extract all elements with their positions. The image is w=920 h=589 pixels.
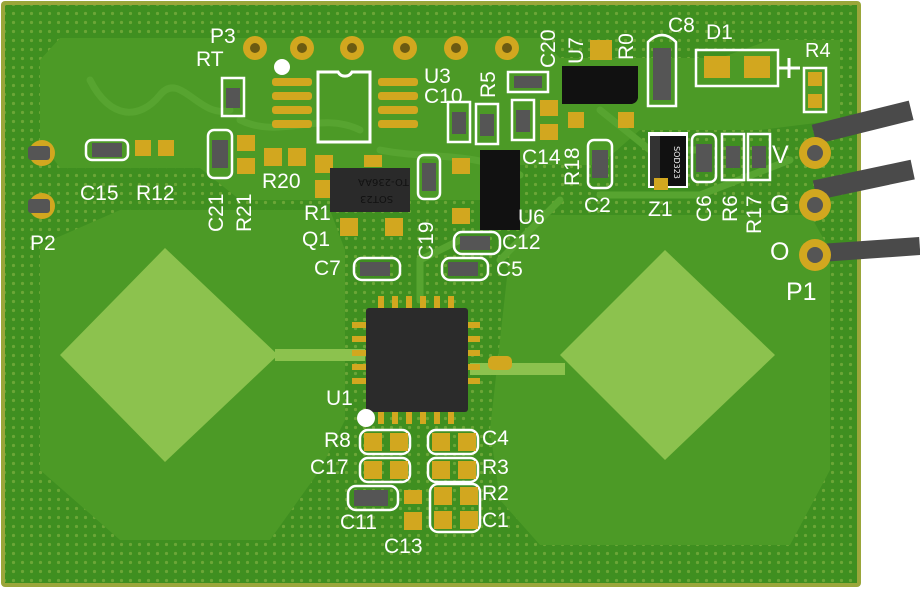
label-d1: D1 — [706, 21, 733, 44]
header-p3 — [243, 36, 519, 75]
header-p2 — [28, 140, 55, 219]
label-z1: Z1 — [648, 198, 673, 221]
label-c14: C14 — [522, 146, 561, 169]
label-c17: C17 — [310, 456, 349, 479]
label-c15: C15 — [80, 182, 119, 205]
d1-diode — [694, 48, 800, 88]
z1-marking: SOD323 — [671, 146, 681, 179]
label-c8: C8 — [668, 14, 695, 37]
label-r2: R2 — [482, 482, 509, 505]
label-p2: P2 — [30, 232, 56, 255]
header-p1 — [799, 100, 920, 271]
label-c7: C7 — [314, 257, 341, 280]
label-r1: R1 — [304, 202, 331, 225]
label-q1: Q1 — [302, 228, 331, 251]
label-c19: C19 — [415, 221, 438, 260]
label-u6: U6 — [518, 206, 545, 229]
label-r18: R18 — [561, 147, 584, 186]
label-u1: U1 — [326, 387, 353, 410]
label-rt: RT — [196, 48, 224, 71]
label-v: V — [772, 141, 789, 169]
label-c12: C12 — [502, 231, 541, 254]
label-r8: R8 — [324, 429, 351, 452]
label-r12: R12 — [136, 182, 175, 205]
label-r5: R5 — [477, 71, 500, 98]
c8-capacitor — [646, 33, 678, 108]
antenna-left-feed — [275, 349, 365, 361]
label-c10: C10 — [424, 85, 463, 108]
q1-marking-top: TO-236AA — [358, 176, 409, 187]
q1-sot23 — [330, 168, 410, 212]
label-r0: R0 — [615, 33, 638, 60]
u6-package — [480, 150, 520, 230]
label-g: G — [770, 191, 790, 219]
antenna-left — [60, 248, 278, 462]
label-c2: C2 — [584, 194, 611, 217]
label-p1: P1 — [786, 278, 817, 306]
label-r17: R17 — [743, 195, 766, 234]
label-u3: U3 — [424, 65, 451, 88]
q1-marking-bottom: SOT23 — [360, 193, 394, 204]
label-r21: R21 — [233, 193, 256, 232]
label-r6: R6 — [719, 195, 742, 222]
passive-components — [84, 66, 828, 534]
label-c4: C4 — [482, 427, 509, 450]
label-o: O — [770, 238, 790, 266]
label-r4: R4 — [805, 40, 831, 62]
label-r20: R20 — [262, 170, 301, 193]
label-r3: R3 — [482, 456, 509, 479]
label-c5: C5 — [496, 258, 523, 281]
label-c20: C20 — [537, 29, 560, 68]
label-c13: C13 — [384, 535, 423, 558]
label-c11: C11 — [340, 511, 377, 534]
u3-soic-pads — [272, 70, 418, 144]
label-c21: C21 — [205, 193, 228, 232]
z1-zener — [648, 132, 688, 190]
antenna-right — [560, 250, 775, 460]
label-c1: C1 — [482, 509, 509, 532]
label-u7: U7 — [565, 37, 588, 64]
label-p3: P3 — [210, 25, 236, 48]
antenna-right-feed — [470, 363, 565, 375]
label-c6: C6 — [693, 195, 716, 222]
u7-package — [562, 40, 638, 104]
u1-qfn — [352, 296, 480, 427]
